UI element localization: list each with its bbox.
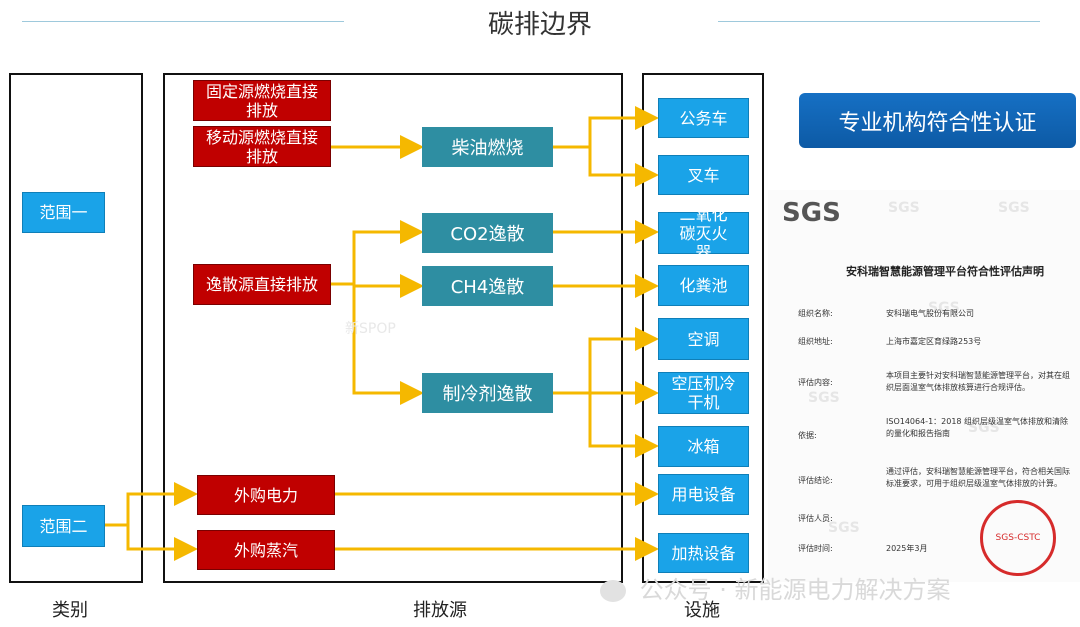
seal-text: SGS-CSTC (995, 533, 1041, 543)
doc-row-label: 评估结论: (798, 476, 833, 485)
footer-watermark: 公众号 · 新能源电力解决方案 (600, 570, 951, 605)
page-title: 碳排边界 (487, 10, 592, 40)
source-purchased-steam: 外购蒸汽 (197, 530, 335, 570)
source-mobile-combustion: 移动源燃烧直接排放 (193, 126, 331, 167)
doc-row-value: ISO14064-1：2018 组织层级温室气体排放和清除的量化和报告指南 (886, 417, 1069, 438)
facility-septic: 化粪池 (658, 265, 749, 306)
doc-row-label: 组织地址: (798, 337, 833, 346)
facility-forklift: 叉车 (658, 155, 749, 195)
process-diesel: 柴油燃烧 (422, 127, 553, 167)
official-seal: SGS-CSTC (980, 500, 1056, 576)
doc-row-label: 评估时间: (798, 544, 833, 553)
doc-watermark: SGS (928, 300, 960, 316)
doc-row-label: 组织名称: (798, 309, 833, 318)
scope2-box: 范围二 (22, 505, 105, 547)
facility-extinguisher: 二氧化碳灭火器 (658, 205, 749, 262)
doc-row-value: 通过评估，安科瑞智慧能源管理平台，符合相关国际标准要求，可用于组织层级温室气体排… (886, 467, 1070, 488)
process-co2: CO2逸散 (422, 213, 553, 253)
scope1-box: 范围一 (22, 192, 105, 233)
source-frame (163, 73, 623, 583)
column-label-category: 类别 (52, 600, 88, 621)
doc-title: 安科瑞智慧能源管理平台符合性评估声明 (846, 265, 1044, 278)
process-ch4: CH4逸散 (422, 266, 553, 306)
certification-document: SGS SGS SGS SGS SGS SGS SGS 安科瑞智慧能源管理平台符… (768, 190, 1080, 582)
column-label-facility: 设施 (684, 600, 720, 621)
watermark-middle: 新SPOP (345, 321, 396, 337)
category-frame (9, 73, 143, 583)
doc-watermark: SGS (968, 420, 1000, 436)
title-line-right (718, 21, 1040, 22)
facility-electric-equipment: 用电设备 (658, 474, 749, 515)
doc-row-label: 评估人员: (798, 514, 833, 523)
source-fugitive: 逸散源直接排放 (193, 264, 331, 305)
process-refrigerant: 制冷剂逸散 (422, 373, 553, 413)
doc-watermark: SGS (828, 520, 860, 536)
facility-heating-equipment: 加热设备 (658, 533, 749, 573)
title-line-left (22, 21, 344, 22)
doc-watermark: SGS (998, 200, 1030, 216)
doc-watermark: SGS (808, 390, 840, 406)
doc-row-value: 本项目主要针对安科瑞智慧能源管理平台，对其在组织层面温室气体排放核算进行合规评估… (886, 371, 1070, 392)
facility-chiller: 空压机冷干机 (658, 372, 749, 414)
certification-banner: 专业机构符合性认证 (799, 93, 1076, 148)
doc-watermark: SGS (888, 200, 920, 216)
doc-row-value: 2025年3月 (886, 544, 928, 553)
facility-fridge: 冰箱 (658, 426, 749, 467)
sgs-logo: SGS (782, 198, 841, 228)
footer-watermark-text: 公众号 · 新能源电力解决方案 (639, 576, 951, 604)
doc-row-label: 评估内容: (798, 378, 833, 387)
doc-row-label: 依据: (798, 431, 817, 440)
source-fixed-combustion: 固定源燃烧直接排放 (193, 80, 331, 121)
doc-row-value: 安科瑞电气股份有限公司 (886, 309, 974, 318)
facility-ac: 空调 (658, 318, 749, 360)
facility-car: 公务车 (658, 98, 749, 138)
wechat-icon (600, 580, 626, 602)
column-label-source: 排放源 (413, 600, 467, 621)
source-purchased-electricity: 外购电力 (197, 475, 335, 515)
doc-row-value: 上海市嘉定区育绿路253号 (886, 337, 982, 346)
